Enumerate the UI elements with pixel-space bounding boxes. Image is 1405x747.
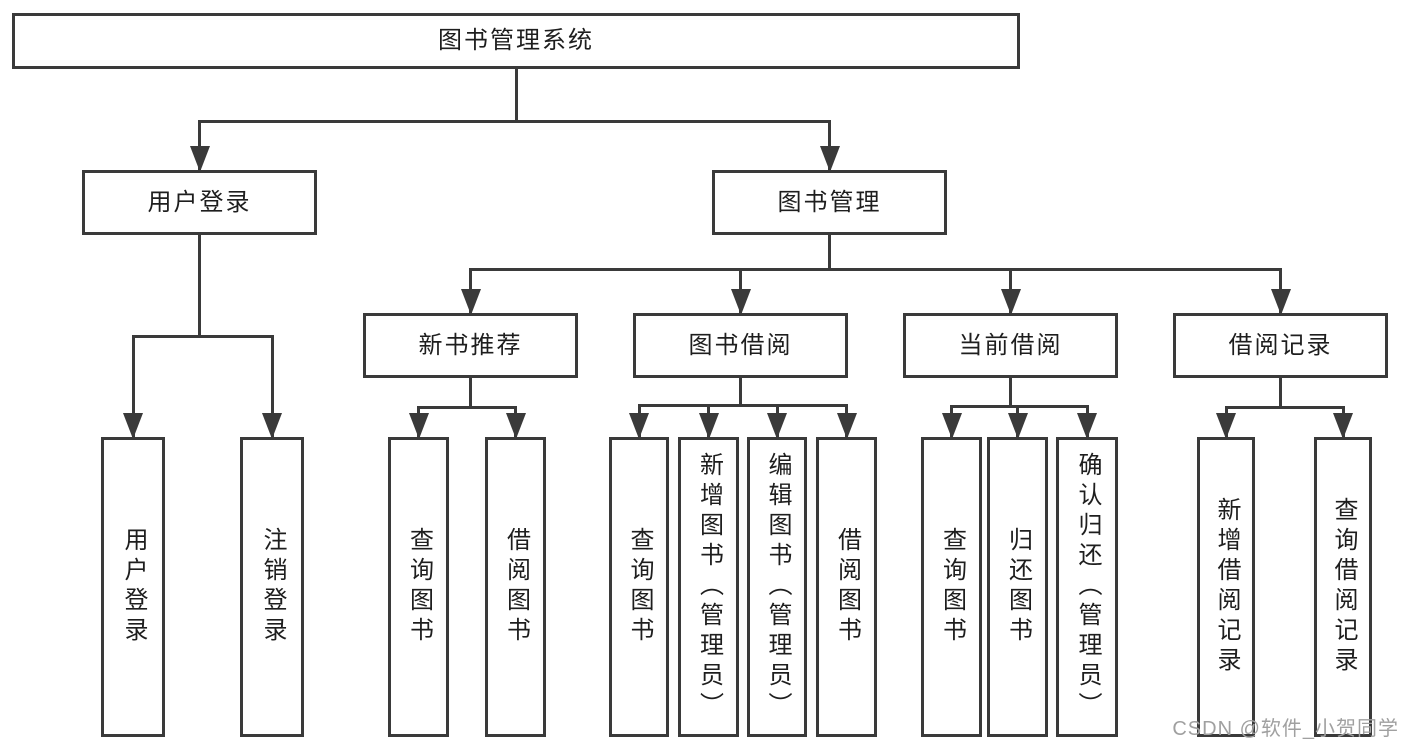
connector-line — [198, 235, 201, 338]
arrowhead-down-icon — [1077, 413, 1097, 439]
arrowhead-down-icon — [123, 413, 143, 439]
node-leaf-bb-edit-books: 编辑图书（管理员） — [747, 437, 807, 737]
arrowhead-down-icon — [1216, 413, 1236, 439]
arrowhead-down-icon — [189, 146, 210, 172]
node-label: 图书管理系统 — [438, 27, 594, 54]
connector-line — [270, 335, 274, 439]
arrowhead-down-icon — [730, 289, 751, 315]
node-label: 图书借阅 — [688, 331, 793, 359]
connector-line — [637, 404, 848, 407]
connector-line — [514, 69, 518, 123]
node-leaf-bb-query-books: 查询图书 — [609, 437, 669, 737]
node-root: 图书管理系统 — [12, 13, 1020, 69]
node-leaf-nb-borrow-books: 借阅图书 — [485, 437, 546, 737]
node-label: 确认归还（管理员） — [1074, 452, 1101, 722]
node-label: 借阅记录 — [1228, 331, 1333, 359]
arrowhead-down-icon — [698, 413, 719, 439]
arrowhead-down-icon — [819, 146, 840, 172]
connector-line — [131, 335, 135, 439]
connector-line — [1009, 378, 1012, 408]
arrowhead-down-icon — [460, 289, 481, 315]
node-user-login: 用户登录 — [82, 170, 317, 235]
node-label: 用户登录 — [147, 188, 252, 216]
node-label: 查询图书 — [405, 527, 433, 647]
node-leaf-br-query-record: 查询借阅记录 — [1314, 437, 1372, 737]
arrowhead-down-icon — [262, 413, 282, 439]
node-leaf-cb-confirm-return: 确认归还（管理员） — [1056, 437, 1118, 737]
node-label: 用户登录 — [120, 527, 147, 647]
arrowhead-down-icon — [408, 413, 429, 439]
node-label: 新增借阅记录 — [1213, 497, 1240, 677]
node-book-management: 图书管理 — [712, 170, 947, 235]
connector-line — [950, 405, 1089, 408]
node-label: 借阅图书 — [833, 527, 861, 647]
node-label: 查询图书 — [938, 527, 966, 647]
connector-line — [1279, 378, 1282, 409]
connector-line — [828, 235, 831, 271]
connector-line — [469, 378, 472, 409]
connector-line — [198, 120, 831, 123]
node-label: 查询图书 — [626, 527, 653, 647]
arrowhead-down-icon — [1333, 413, 1353, 439]
node-borrowing-records: 借阅记录 — [1173, 313, 1388, 378]
arrowhead-down-icon — [629, 413, 649, 439]
arrowhead-down-icon — [505, 413, 526, 439]
connector-line — [417, 406, 517, 409]
arrowhead-down-icon — [941, 413, 962, 439]
csdn-watermark: CSDN @软件_小贺同学 — [1172, 718, 1399, 740]
node-label: 新书推荐 — [418, 331, 523, 359]
node-leaf-bb-add-books: 新增图书（管理员） — [678, 437, 739, 737]
node-leaf-br-add-record: 新增借阅记录 — [1197, 437, 1255, 737]
node-leaf-nb-query-books: 查询图书 — [388, 437, 449, 737]
connector-line — [469, 268, 1282, 271]
connector-line — [739, 378, 742, 407]
connector-line — [1224, 406, 1345, 409]
node-new-book-recommend: 新书推荐 — [363, 313, 578, 378]
node-label: 编辑图书（管理员） — [764, 452, 791, 722]
arrowhead-down-icon — [1007, 413, 1028, 439]
node-leaf-cb-return-books: 归还图书 — [987, 437, 1048, 737]
node-label: 注销登录 — [259, 527, 286, 647]
node-book-borrowing: 图书借阅 — [633, 313, 848, 378]
node-leaf-user-login: 用户登录 — [101, 437, 165, 737]
node-label: 新增图书（管理员） — [695, 452, 723, 722]
arrowhead-down-icon — [1000, 289, 1021, 315]
arrowhead-down-icon — [767, 413, 787, 439]
node-label: 归还图书 — [1004, 527, 1032, 647]
node-label: 借阅图书 — [502, 527, 530, 647]
node-leaf-bb-borrow-books: 借阅图书 — [816, 437, 877, 737]
node-leaf-logout: 注销登录 — [240, 437, 304, 737]
arrowhead-down-icon — [1270, 289, 1291, 315]
connector-line — [131, 335, 274, 338]
arrowhead-down-icon — [836, 413, 857, 439]
node-label: 查询借阅记录 — [1330, 497, 1357, 677]
node-leaf-cb-query-books: 查询图书 — [921, 437, 982, 737]
node-label: 图书管理 — [777, 188, 882, 216]
node-label: 当前借阅 — [958, 331, 1063, 359]
node-current-borrowing: 当前借阅 — [903, 313, 1118, 378]
